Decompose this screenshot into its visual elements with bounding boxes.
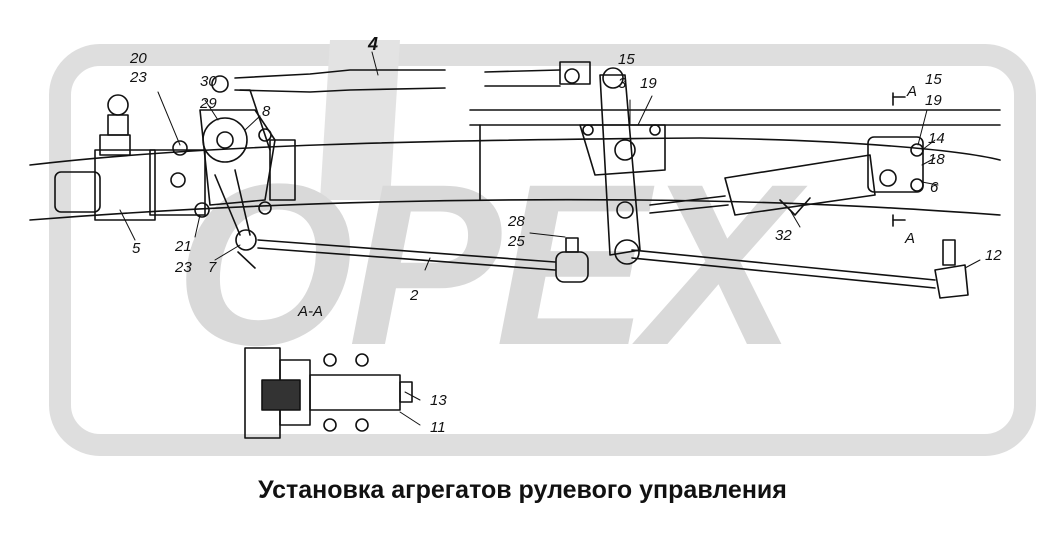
watermark-border — [49, 44, 1036, 456]
frame-rail — [29, 109, 1001, 221]
callout-14: 14 — [928, 130, 945, 147]
callout-21: 21 — [175, 238, 192, 255]
section-mark-bottom: A — [905, 230, 916, 247]
section-mark-top: A — [907, 83, 918, 100]
callout-18: 18 — [928, 151, 945, 168]
callout-3: 3 — [618, 75, 627, 92]
diagram-caption: Установка агрегатов рулевого управления — [258, 476, 787, 504]
callout-29: 29 — [200, 95, 217, 112]
callout-7: 7 — [208, 259, 217, 276]
callout-11: 11 — [430, 419, 446, 436]
callout-19: 19 — [925, 92, 942, 109]
tie-rod — [257, 237, 969, 299]
callout-4: 4 — [368, 34, 379, 54]
callout-25: 25 — [508, 233, 525, 250]
callout-8: 8 — [262, 103, 271, 120]
drag-link — [211, 61, 591, 93]
callout-32: 32 — [775, 227, 792, 244]
section-label: A-A — [298, 303, 324, 320]
callout-28: 28 — [508, 213, 525, 230]
callout-23: 23 — [130, 69, 147, 86]
callout-15: 15 — [618, 51, 635, 68]
section-marks — [892, 92, 906, 227]
callout-19: 19 — [640, 75, 657, 92]
intermediate-lever — [579, 67, 666, 265]
callout-12: 12 — [985, 247, 1002, 264]
callout-2: 2 — [410, 287, 419, 304]
leader-lines — [119, 51, 981, 426]
callout-23: 23 — [175, 259, 192, 276]
callout-20: 20 — [130, 50, 147, 67]
callout-30: 30 — [200, 73, 217, 90]
callout-6: 6 — [930, 179, 939, 196]
callout-13: 13 — [430, 392, 447, 409]
callout-15: 15 — [925, 71, 942, 88]
section-a-a-view — [244, 347, 413, 439]
watermark-shape-top — [320, 40, 400, 200]
callout-5: 5 — [132, 240, 141, 257]
